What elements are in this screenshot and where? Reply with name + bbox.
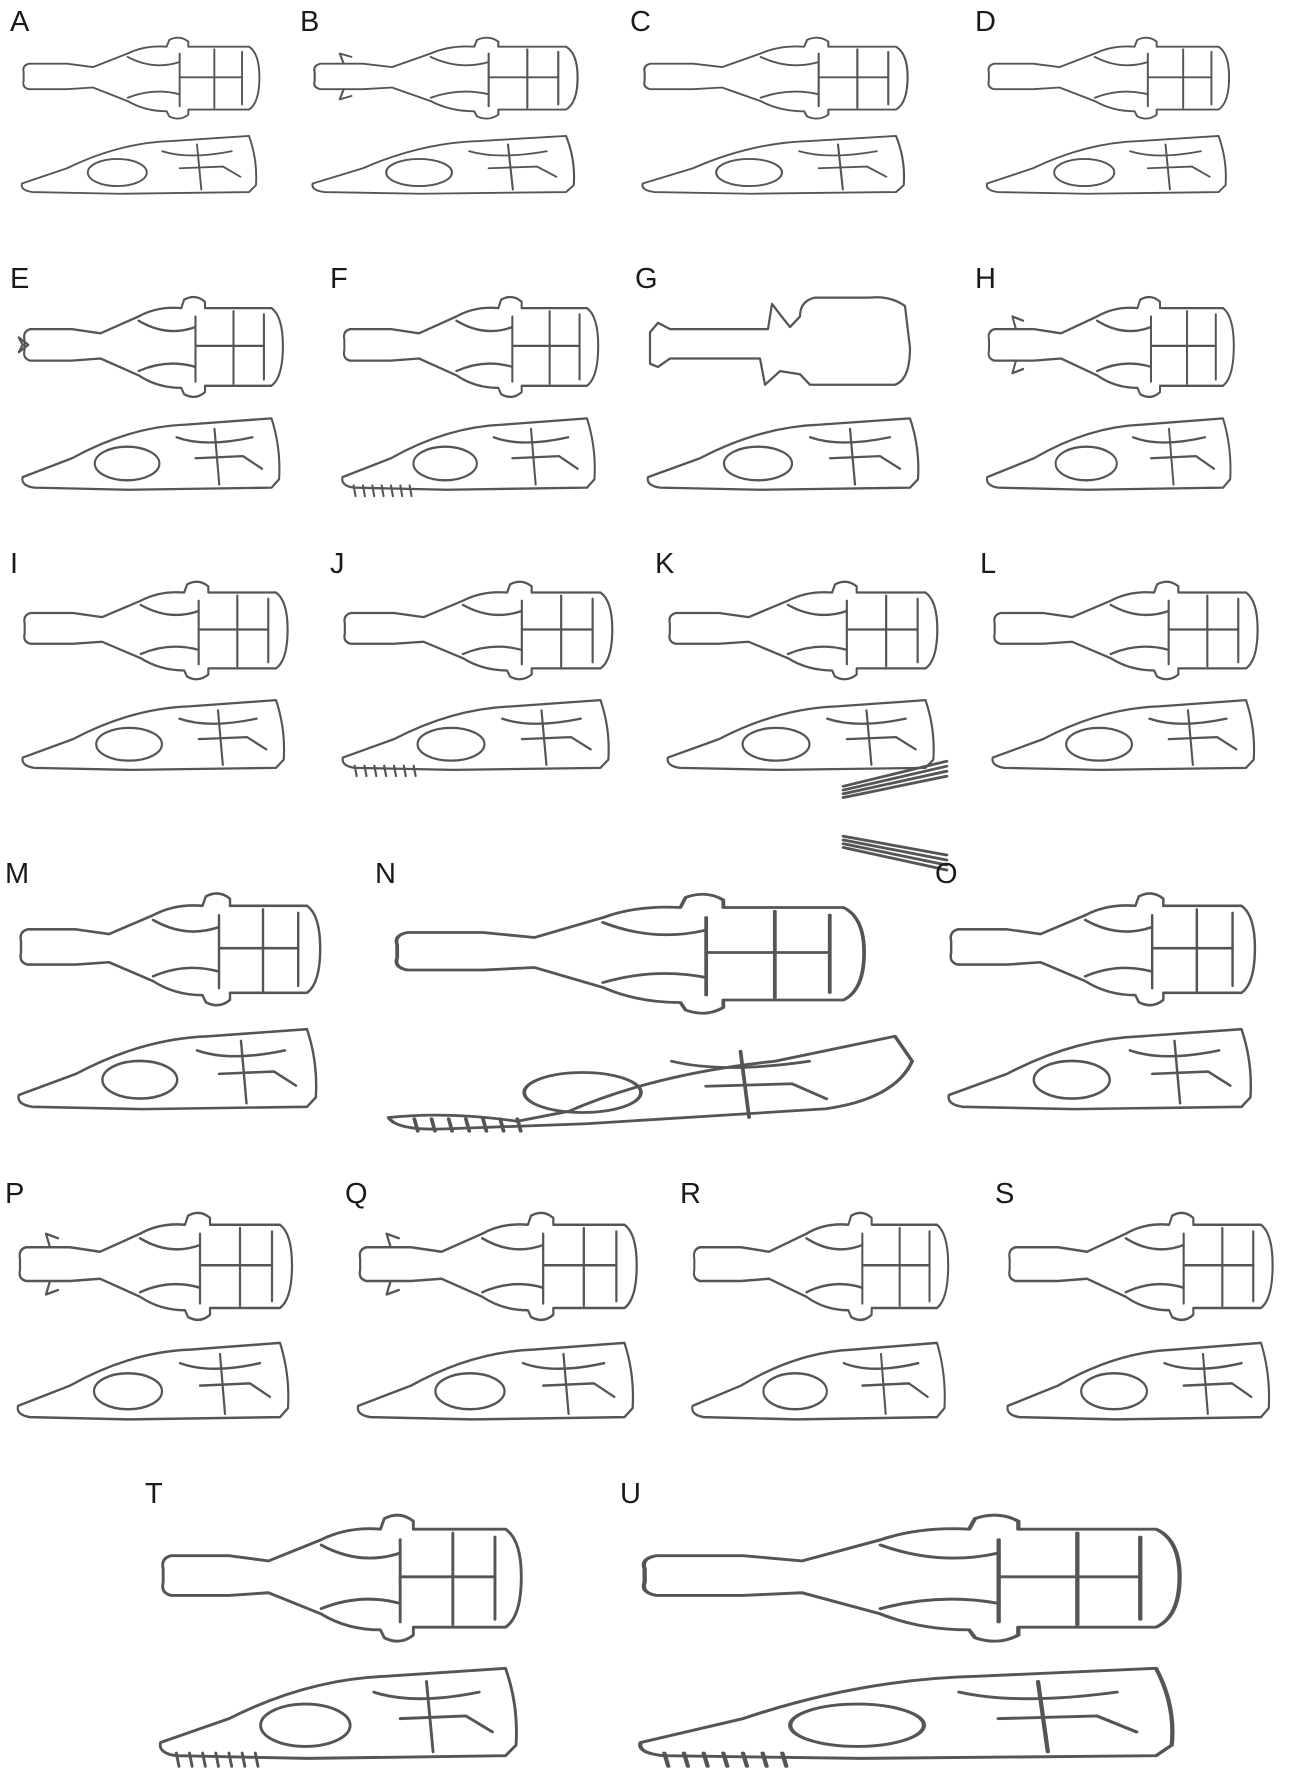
skull-panel-f: F xyxy=(330,265,620,495)
dorsal-view-outline xyxy=(314,38,577,119)
skull-panel-a: A xyxy=(10,8,280,198)
lateral-view-outline xyxy=(987,418,1231,489)
plume-lines xyxy=(844,761,947,870)
skull-drawing xyxy=(640,285,940,495)
skull-drawing xyxy=(10,880,340,1115)
dorsal-view-outline xyxy=(19,297,283,397)
skull-drawing xyxy=(1000,1200,1290,1425)
skull-panel-s: S xyxy=(995,1180,1295,1425)
dorsal-view-outline xyxy=(694,1213,948,1320)
lateral-view-outline xyxy=(342,418,595,496)
lateral-view-outline xyxy=(642,136,904,194)
skull-panel-t: T xyxy=(145,1480,550,1765)
dorsal-view-outline xyxy=(344,582,612,680)
skull-panel-l: L xyxy=(980,550,1280,775)
skull-drawing xyxy=(335,570,630,775)
skull-panel-i: I xyxy=(10,550,310,775)
dorsal-view-outline xyxy=(644,1515,1180,1641)
lateral-view-outline xyxy=(160,1668,516,1766)
dorsal-view-outline xyxy=(988,38,1229,119)
dorsal-view-outline xyxy=(650,297,910,385)
lateral-view-outline xyxy=(389,1036,913,1131)
dorsal-view-outline xyxy=(644,38,907,119)
skull-drawing xyxy=(150,1500,545,1765)
lateral-view-outline xyxy=(668,700,934,770)
lateral-view-outline xyxy=(987,136,1226,194)
skull-drawing xyxy=(980,285,1250,495)
skull-panel-h: H xyxy=(975,265,1255,495)
lateral-view-outline xyxy=(312,136,574,194)
skull-drawing xyxy=(985,570,1275,775)
skull-drawing xyxy=(625,1500,1215,1765)
skull-panel-m: M xyxy=(5,860,345,1115)
skull-drawing xyxy=(350,1200,655,1425)
dorsal-view-outline xyxy=(994,582,1257,680)
skull-panel-k: K xyxy=(655,550,960,775)
skull-panel-u: U xyxy=(620,1480,1220,1765)
dorsal-view-outline xyxy=(1009,1213,1272,1320)
skull-drawing xyxy=(980,28,1245,198)
skull-drawing xyxy=(15,285,300,495)
lateral-view-outline xyxy=(648,418,919,489)
lateral-view-outline xyxy=(992,700,1254,770)
lateral-view-outline xyxy=(18,1343,289,1420)
dorsal-view-outline xyxy=(396,894,864,1013)
lateral-view-outline xyxy=(692,1343,945,1420)
dorsal-view-outline xyxy=(20,1213,292,1320)
lateral-view-outline xyxy=(22,136,257,194)
dorsal-view-outline xyxy=(21,893,321,1005)
dorsal-view-outline xyxy=(951,893,1255,1005)
skull-panel-q: Q xyxy=(345,1180,660,1425)
dorsal-view-outline xyxy=(163,1515,522,1641)
skull-panel-e: E xyxy=(10,265,305,495)
skull-drawing xyxy=(305,28,595,198)
skull-panel-g: G xyxy=(635,265,945,495)
skull-drawing xyxy=(635,28,925,198)
lateral-view-outline xyxy=(22,418,279,489)
dorsal-view-outline xyxy=(360,1213,637,1320)
skull-panel-o: O xyxy=(935,860,1280,1115)
skull-panel-p: P xyxy=(5,1180,315,1425)
skull-panel-b: B xyxy=(300,8,600,198)
skull-drawing xyxy=(380,880,895,1130)
skull-panel-n: N xyxy=(375,860,900,1130)
dorsal-view-outline xyxy=(344,297,598,397)
dorsal-view-outline xyxy=(24,582,287,680)
skull-drawing xyxy=(15,28,275,198)
skull-drawing xyxy=(15,570,305,775)
lateral-view-outline xyxy=(19,1029,317,1109)
dorsal-view-outline xyxy=(989,297,1234,397)
lateral-view-outline xyxy=(343,700,609,776)
skull-drawing xyxy=(685,1200,965,1425)
skull-drawing xyxy=(10,1200,310,1425)
dorsal-view-outline xyxy=(669,582,937,680)
lateral-view-outline xyxy=(949,1029,1251,1109)
skull-drawing xyxy=(940,880,1275,1115)
skull-drawing xyxy=(335,285,615,495)
dorsal-view-outline xyxy=(23,38,259,119)
skull-drawing xyxy=(660,570,955,775)
skull-panel-r: R xyxy=(680,1180,970,1425)
lateral-view-outline xyxy=(1007,1343,1269,1420)
skull-panel-c: C xyxy=(630,8,930,198)
lateral-view-outline xyxy=(22,700,284,770)
lateral-view-outline xyxy=(358,1343,633,1420)
skull-panel-d: D xyxy=(975,8,1250,198)
lateral-view-outline xyxy=(640,1668,1172,1766)
skull-panel-j: J xyxy=(330,550,635,775)
